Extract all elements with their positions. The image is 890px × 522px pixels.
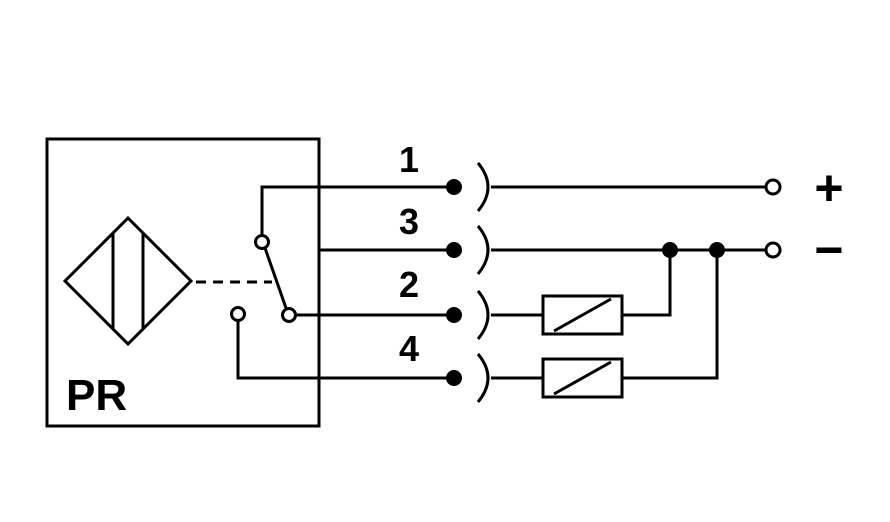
- sensor-label: PR: [66, 371, 127, 420]
- load-resistor-icon: [541, 357, 624, 399]
- pin-1-contact: [446, 179, 462, 195]
- pin-label-4: 4: [399, 328, 419, 369]
- pin-4-contact: [446, 370, 462, 386]
- pin-label-2: 2: [399, 264, 419, 305]
- pin-3-contact: [446, 242, 462, 258]
- pin-label-1: 1: [399, 139, 419, 180]
- plus-terminal: [764, 178, 782, 196]
- changeover-switch: [230, 185, 454, 380]
- minus-label: −: [814, 222, 843, 278]
- pin-2-contact: [446, 307, 462, 323]
- connector-brackets: [476, 162, 490, 403]
- load-resistor-icon: [541, 294, 624, 336]
- proximity-sensor-icon: [62, 215, 194, 347]
- minus-terminal: [764, 241, 782, 259]
- pin-label-3: 3: [399, 201, 419, 242]
- sensor-housing: [45, 137, 321, 428]
- plus-label: +: [814, 160, 843, 216]
